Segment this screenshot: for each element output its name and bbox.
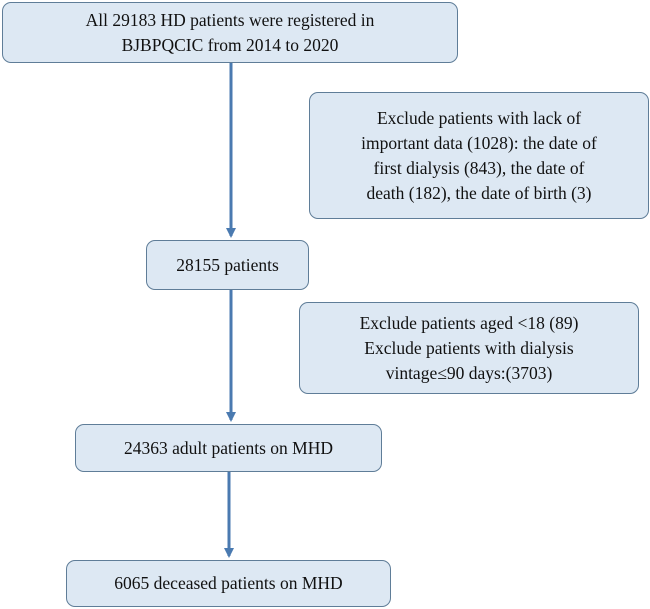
box-text-line: death (182), the date of birth (3) xyxy=(366,182,592,203)
box-text-line: vintage≤90 days:(3703) xyxy=(385,362,553,383)
box-text-line: 28155 patients xyxy=(176,254,279,275)
box-28155-patients: 28155 patients xyxy=(146,240,309,290)
box-6065-deceased-patients: 6065 deceased patients on MHD xyxy=(66,560,391,607)
box-text-line: All 29183 HD patients were registered in xyxy=(85,9,375,30)
box-exclude-missing-data: Exclude patients with lack of important … xyxy=(309,92,649,219)
box-text-line: 24363 adult patients on MHD xyxy=(123,437,333,458)
box-text-line: Exclude patients with lack of xyxy=(376,107,582,128)
box-text-line: BJBPQCIC from 2014 to 2020 xyxy=(121,34,339,55)
box-text-line: first dialysis (843), the date of xyxy=(373,157,585,178)
box-24363-adult-patients: 24363 adult patients on MHD xyxy=(75,424,382,472)
box-all-registered-patients: All 29183 HD patients were registered in… xyxy=(2,2,458,63)
box-text-line: Exclude patients with dialysis xyxy=(364,337,574,358)
box-text-line: 6065 deceased patients on MHD xyxy=(114,573,343,593)
box-text-line: Exclude patients aged <18 (89) xyxy=(359,312,579,333)
box-exclude-age-vintage: Exclude patients aged <18 (89) Exclude p… xyxy=(299,302,639,394)
box-text-line: important data (1028): the date of xyxy=(361,132,597,153)
